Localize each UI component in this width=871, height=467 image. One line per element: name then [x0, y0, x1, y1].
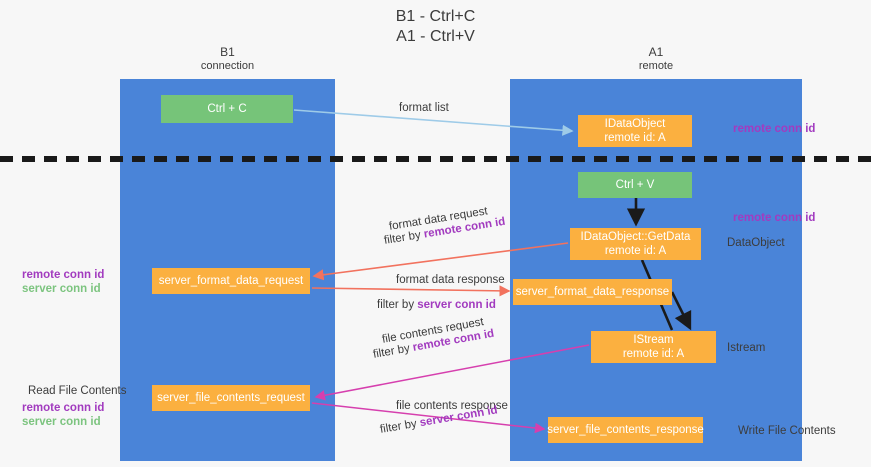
lane-header-a1-subtitle: remote: [638, 60, 674, 72]
filter-prefix: filter by: [377, 299, 418, 311]
edge-label-file-contents-response: file contents response: [396, 400, 508, 412]
arrow-format-data-response: [311, 285, 511, 297]
node-server-file-contents-request[interactable]: server_file_contents_request: [152, 385, 310, 411]
annotation-left-conn-ids-mid: remote conn id server conn id: [22, 268, 104, 296]
filter-key-server-conn-id: server conn id: [417, 299, 496, 311]
edge-label-format-data-response-filter: filter by server conn id: [377, 298, 496, 312]
lane-header-b1: B1 connection: [120, 45, 335, 73]
lane-header-b1-name: B1: [220, 45, 235, 59]
node-server-format-data-response-label: server_format_data_response: [515, 286, 670, 298]
annotation-remote-conn-id-mid: remote conn id: [733, 212, 816, 224]
annotation-remote-conn-id-top: remote conn id: [733, 123, 816, 135]
node-idataobject-line1: IDataObject: [604, 118, 666, 130]
node-ctrl-c[interactable]: Ctrl + C: [161, 95, 293, 123]
node-getdata-line1: IDataObject::GetData: [580, 231, 691, 243]
node-getdata-line2: remote id: A: [604, 245, 667, 257]
title-line-1: B1 - Ctrl+C: [395, 8, 476, 25]
annotation-left-remote-conn-id-mid: remote conn id: [22, 269, 105, 281]
filter-prefix: filter by: [379, 417, 421, 436]
node-server-format-data-response[interactable]: server_format_data_response: [513, 279, 672, 305]
node-ctrl-c-label: Ctrl + C: [207, 103, 247, 115]
node-server-file-contents-response-label: server_file_contents_response: [547, 424, 704, 436]
edge-label-format-data-response: format data response: [396, 274, 505, 286]
node-istream-line1: IStream: [633, 334, 674, 346]
node-idataobject-line2: remote id: A: [604, 132, 666, 144]
annotation-istream: Istream: [727, 342, 766, 354]
node-idataobject[interactable]: IDataObject remote id: A: [578, 115, 692, 147]
annotation-dataobject: DataObject: [727, 237, 785, 249]
phase-separator-dashed-line: [0, 156, 871, 162]
edge-label-format-list: format list: [399, 102, 449, 114]
title-line-2: A1 - Ctrl+V: [396, 28, 475, 45]
node-ctrl-v[interactable]: Ctrl + V: [578, 172, 692, 198]
node-istream-line2: remote id: A: [622, 348, 685, 360]
lane-header-a1-name: A1: [648, 45, 664, 59]
node-ctrl-v-label: Ctrl + V: [615, 179, 655, 191]
node-istream[interactable]: IStream remote id: A: [591, 331, 716, 363]
node-server-file-contents-response[interactable]: server_file_contents_response: [547, 417, 704, 443]
annotation-read-file-contents: Read File Contents: [28, 385, 127, 397]
annotation-left-server-conn-id-mid: server conn id: [22, 283, 101, 295]
lane-header-b1-subtitle: connection: [200, 60, 255, 72]
node-server-format-data-request-label: server_format_data_request: [158, 275, 304, 287]
filter-prefix: filter by: [372, 341, 414, 361]
lane-header-a1: A1 remote: [510, 45, 802, 73]
node-server-file-contents-request-label: server_file_contents_request: [157, 392, 305, 404]
annotation-write-file-contents: Write File Contents: [738, 425, 836, 437]
node-server-format-data-request[interactable]: server_format_data_request: [152, 268, 310, 294]
annotation-left-remote-conn-id-bottom: remote conn id: [22, 402, 105, 414]
annotation-left-server-conn-id-bottom: server conn id: [22, 416, 101, 428]
annotation-left-conn-ids-bottom: remote conn id server conn id: [22, 401, 104, 429]
node-idataobject-getdata[interactable]: IDataObject::GetData remote id: A: [570, 228, 701, 260]
diagram-title: B1 - Ctrl+C A1 - Ctrl+V: [0, 7, 871, 47]
